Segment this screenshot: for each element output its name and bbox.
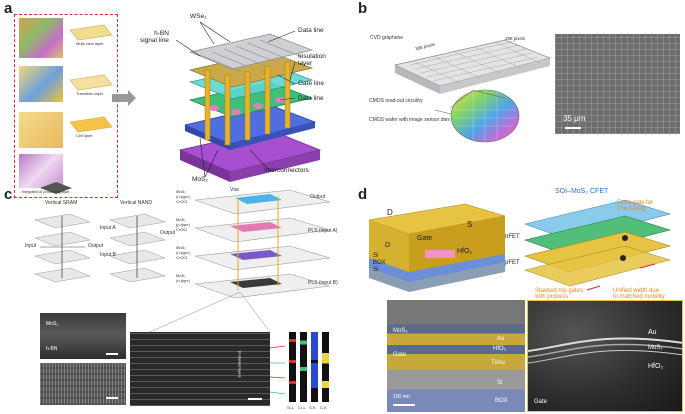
zoom-hfo2-label: HfO₂ — [648, 363, 664, 370]
panel-c-label: c — [4, 186, 13, 203]
stack-layer-4: MoS₂ (n-type) — [176, 273, 190, 283]
edx-bar-cr — [300, 332, 307, 402]
nand-input-a: Input A — [100, 225, 116, 231]
tem-stack-image: 10 stacked layers — [130, 332, 270, 406]
tem-gate-label: Gate — [393, 352, 407, 358]
tem-stack-scale-bar — [248, 398, 262, 400]
edx-bar-si — [289, 332, 296, 402]
stack-layer-1: MoS₂ (n-type) CrOCl — [176, 189, 190, 204]
interconnectors-label: Interconnectors — [264, 167, 309, 174]
pfet-label: pFET — [505, 260, 520, 266]
stack-vdd: Vᴅᴅ — [230, 187, 239, 193]
mos2-label: MoS₂ — [192, 176, 208, 183]
tem-small-scale-bar — [106, 353, 118, 355]
sram-input: Input — [25, 243, 37, 249]
sem-scale-text: 35 μm — [563, 114, 586, 123]
nand-title: Vertical NAND — [120, 200, 152, 206]
edx-label-s: S-K — [309, 405, 316, 410]
panel-b: b — [355, 0, 685, 150]
panel-b-label: b — [358, 0, 368, 17]
nfet-label: nFET — [505, 234, 520, 240]
tem-d-scale-bar — [393, 404, 415, 406]
dim-288-label: 288 pixels — [505, 36, 526, 41]
panel-d-label: d — [358, 186, 368, 203]
panel-d: d D S D Gate HfO₂ Si BOX Si SOI–MoS₂ CFE… — [355, 180, 685, 414]
tem-mos2-label: MoS₂ — [46, 321, 59, 327]
inset-multiview-image — [19, 18, 63, 58]
data-line-top-label: Data line — [298, 27, 324, 34]
tem-lattice-scale-bar — [106, 397, 118, 399]
unified-width-label: Unified width due to matched mobility — [613, 288, 665, 300]
edx-bar-c — [322, 332, 329, 402]
sram-output: Output — [88, 243, 104, 249]
edx-bar-s — [311, 332, 318, 402]
d-drain-1: D — [387, 208, 393, 217]
zoom-au-label: Au — [648, 329, 657, 336]
inset-label-transition: Transition layer — [76, 91, 104, 96]
panel-a-label: a — [4, 0, 13, 17]
graphene-sem-image: 35 μm — [555, 34, 680, 134]
inset-transition-image — [19, 66, 63, 102]
d-si-2: Si — [373, 267, 379, 273]
tem-lattice-image — [40, 363, 126, 405]
data-line-2-label: Data line — [298, 95, 324, 102]
inset-label-cell: Cell layer — [76, 133, 93, 138]
tem-box-label: BOX — [495, 398, 508, 404]
zoom-gate-label: Gate — [534, 399, 548, 405]
extra-gate-label: Extra gate for Vᴛʜ tuning — [617, 200, 654, 212]
stack-layer-3: MoS₂ (n-type) CrOCl — [176, 245, 190, 260]
tem-tiau-label: Ti/Au — [491, 360, 505, 366]
stack-count-label: 10 stacked layers — [237, 350, 242, 378]
gate-line-label: Gate line — [298, 80, 325, 87]
nand-output: Output — [160, 230, 176, 236]
panel-a-svg — [40, 21, 322, 194]
tem-mos2-hbn-image: MoS₂ h-BN — [40, 313, 126, 359]
cmos-readout-label: CMOS read-out circuitry — [369, 98, 423, 104]
d-source-1: S — [467, 220, 473, 229]
inset-label-ai: Integrated AI processing layer — [22, 190, 70, 194]
d-hfo2: HfO₂ — [457, 248, 473, 255]
edx-label-cr: Cr-L — [298, 405, 306, 410]
tem-hbn-label: h-BN — [46, 346, 58, 352]
edx-label-si: Si-L — [287, 405, 295, 410]
cfet-title: SOI–MoS₂ CFET — [555, 188, 609, 195]
zoom-mos2-label: MoS₂ — [648, 345, 663, 351]
panel-a: a — [0, 0, 345, 210]
stacked-gates-label: Stacked n/p gates with process — [535, 288, 584, 300]
panel-c: c Vertical SRAM Vertical NAND — [0, 180, 345, 414]
tem-zoom-image: Au MoS₂ HfO₂ Gate — [527, 300, 683, 412]
tem-hfo2-label: HfO₂ — [493, 346, 506, 352]
insulation-label: Insulation layer — [298, 53, 326, 67]
edx-label-c: C-K — [320, 405, 327, 410]
panel-b-svg — [393, 39, 552, 143]
hbn-label: h-BN signal line — [140, 30, 169, 44]
wse2-label: WSe₂ — [190, 13, 207, 20]
d-gate: Gate — [417, 235, 433, 242]
zoom-layer-curves — [528, 337, 682, 364]
tem-au-label: Au — [497, 336, 505, 342]
inset-label-multiview: Multi-view layer — [76, 41, 104, 46]
tem-d-scale-text: 100 nm — [393, 394, 410, 400]
cmos-wafer-label: CMOS wafer with image sensor dies — [369, 117, 450, 123]
stack-output: Output — [310, 194, 326, 200]
panel-c-svg — [34, 189, 331, 395]
inset-cell-image — [19, 112, 63, 148]
tem-cfet-cross-section: MoS₂ Au HfO₂ Gate Ti/Au Si BOX 100 nm — [387, 300, 525, 412]
d-box: BOX — [373, 260, 386, 266]
pls-input-b: PLS (input B) — [308, 280, 338, 286]
stack-layer-2: MoS₂ (p-type) CrOCl — [176, 217, 190, 232]
d-si: Si — [373, 253, 379, 259]
tem-si-label: Si — [497, 380, 503, 386]
cvd-graphene-label: CVD graphene — [370, 35, 404, 41]
panel-d-svg — [368, 199, 672, 413]
sram-title: Vertical SRAM — [45, 200, 78, 206]
pls-input-a: PLS (input A) — [308, 228, 338, 234]
nand-input-b: Input B — [100, 252, 116, 258]
d-drain-2: D — [385, 242, 391, 249]
sem-scale-bar — [565, 127, 581, 129]
tem-mos2-label-d: MoS₂ — [393, 328, 408, 334]
